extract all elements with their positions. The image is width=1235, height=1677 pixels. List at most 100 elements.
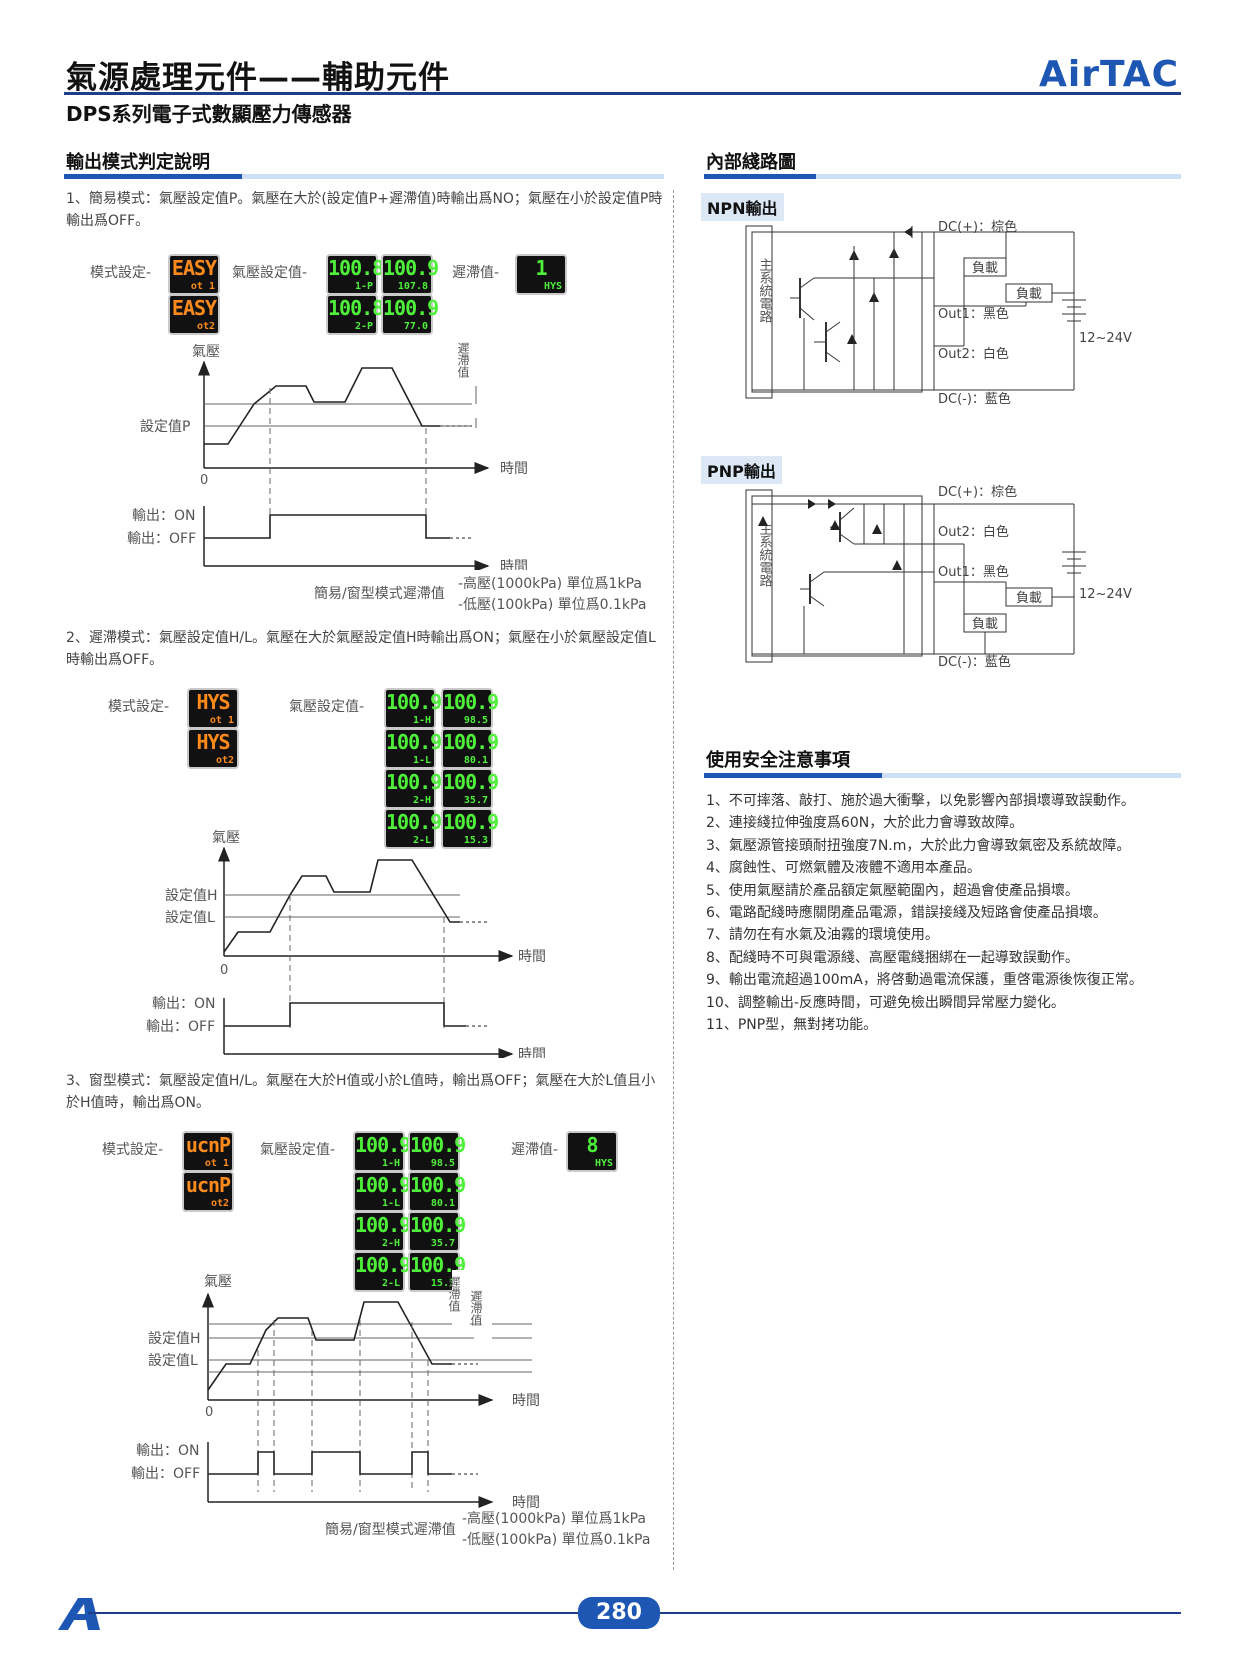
svg-text:設定值L: 設定值L	[165, 910, 215, 926]
svg-text:主系統電路: 主系統電路	[757, 258, 773, 323]
svg-text:0: 0	[200, 473, 208, 488]
svg-text:遲滯值: 遲滯值	[447, 1276, 461, 1313]
tab-npn: NPN輸出	[701, 193, 784, 221]
mode3-out-off: 輸出：OFF	[131, 1466, 201, 1482]
svg-text:時間: 時間	[512, 1393, 540, 1409]
svg-text:DC(-)：藍色: DC(-)：藍色	[938, 391, 1011, 407]
mode3-out-on: 輸出：ON	[136, 1443, 200, 1459]
page-title: 氣源處理元件——輔助元件	[66, 60, 450, 96]
mode3-hys-label: 遲滯值-	[511, 1142, 559, 1158]
list-item: 11、PNP型，無對拷功能。	[706, 1017, 878, 1034]
svg-text:12~24V: 12~24V	[1079, 331, 1132, 346]
section-title-circuit: 內部綫路圖	[706, 152, 796, 173]
svg-text:AirTAC: AirTAC	[1039, 54, 1179, 94]
svg-text:時間: 時間	[512, 1495, 540, 1510]
mode3-mode-label: 模式設定-	[102, 1142, 164, 1158]
list-item: 7、請勿在有水氣及油霧的環境使用。	[706, 927, 939, 944]
svg-text:DC(-)：藍色: DC(-)：藍色	[938, 654, 1011, 670]
mode3-note-high: -高壓(1000kPa) 單位爲1kPa	[462, 1511, 646, 1527]
svg-text:氣壓: 氣壓	[212, 830, 240, 846]
mode1-out-on: 輸出：ON	[132, 508, 196, 524]
page-number: 280	[578, 1597, 660, 1629]
page-subtitle: DPS系列電子式數顯壓力傳感器	[66, 102, 352, 126]
svg-text:12~24V: 12~24V	[1079, 587, 1132, 602]
section-bar	[704, 773, 1181, 778]
mode3-description: 3、窗型模式：氣壓設定值H/L。氣壓在大於H值或小於L值時，輸出爲OFF；氣壓在…	[66, 1073, 656, 1111]
svg-text:設定值H: 設定值H	[165, 888, 218, 904]
mode1-hys-label: 遲滯值-	[452, 265, 500, 281]
svg-text:遲滯值: 遲滯值	[469, 1290, 483, 1327]
mode2-out-on: 輸出：ON	[152, 996, 216, 1012]
svg-text:時間: 時間	[500, 461, 528, 477]
svg-text:氣壓: 氣壓	[204, 1274, 232, 1290]
section-title-output-modes: 輸出模式判定說明	[66, 152, 210, 173]
mode3-note-low: -低壓(100kPa) 單位爲0.1kPa	[462, 1532, 651, 1548]
svg-text:負載: 負載	[972, 261, 998, 276]
svg-text:設定值P: 設定值P	[140, 419, 190, 435]
mode1-note-label: 簡易/窗型模式遲滯值	[314, 586, 445, 602]
svg-text:DC(+)：棕色: DC(+)：棕色	[938, 484, 1017, 500]
list-item: 4、腐蝕性、可燃氣體及液體不適用本產品。	[706, 860, 981, 877]
svg-text:Out1：黑色: Out1：黑色	[938, 564, 1009, 580]
svg-text:DC(+)：棕色: DC(+)：棕色	[938, 219, 1017, 235]
svg-text:時間: 時間	[500, 559, 528, 570]
svg-text:時間: 時間	[518, 1047, 546, 1058]
svg-text:時間: 時間	[518, 949, 546, 965]
svg-text:負載: 負載	[1016, 287, 1042, 302]
pnp-circuit-diagram: 主系統電路 DC(+)：棕色 Out2：白色 Out1：黑色 DC(-)：藍色 …	[745, 484, 1132, 670]
mode1-out-off: 輸出：OFF	[127, 531, 197, 547]
mode3-pressure-label: 氣壓設定值-	[260, 1142, 336, 1158]
svg-text:設定值H: 設定值H	[148, 1331, 201, 1347]
mode3-note-label: 簡易/窗型模式遲滯值	[325, 1522, 456, 1538]
mode1-pressure-label: 氣壓設定值-	[232, 265, 308, 281]
npn-circuit-diagram: 主系統電路 DC(+)：棕色 Out1：黑色 Out2：白色 DC(-)：藍色 …	[745, 219, 1132, 407]
list-item: 5、使用氣壓請於產品額定氣壓範圍內，超過會使產品損壞。	[706, 882, 1079, 899]
safety-notes-list: 1、不可摔落、敲打、施於過大衝擊，以免影響內部損壞導致誤動作。 2、連接綫拉伸強…	[706, 790, 1186, 1036]
list-item: 1、不可摔落、敲打、施於過大衝擊，以免影響內部損壞導致誤動作。	[706, 793, 1135, 809]
mode1-mode-label: 模式設定-	[90, 265, 152, 281]
list-item: 6、電路配綫時應關閉產品電源，錯誤接綫及短路會使產品損壞。	[706, 905, 1107, 922]
airtac-logo: AirTAC	[1038, 54, 1181, 94]
mode1-description: 1、簡易模式：氣壓設定值P。氣壓在大於(設定值P+遲滯值)時輸出爲NO；氣壓在小…	[66, 191, 663, 229]
svg-text:Out1：黑色: Out1：黑色	[938, 306, 1009, 322]
mode2-timing-diagram: 氣壓 設定值H 設定值L 0 時間 時間	[165, 830, 546, 1058]
list-item: 10、調整輸出-反應時間，可避免檢出瞬間异常壓力變化。	[706, 994, 1065, 1011]
svg-text:Out2：白色: Out2：白色	[938, 524, 1009, 540]
section-title-safety: 使用安全注意事項	[706, 750, 850, 771]
svg-text:設定值L: 設定值L	[148, 1353, 198, 1369]
list-item: 8、配綫時不可與電源綫、高壓電綫捆綁在一起導致誤動作。	[706, 949, 1079, 966]
tab-pnp: PNP輸出	[701, 456, 782, 484]
mode1-note-low: -低壓(100kPa) 單位爲0.1kPa	[458, 597, 647, 613]
airtac-a-icon	[58, 1598, 100, 1630]
mode2-description: 2、遲滯模式：氣壓設定值H/L。氣壓在大於氣壓設定值H時輸出爲ON；氣壓在小於氣…	[66, 630, 656, 668]
svg-text:0: 0	[220, 963, 228, 978]
mode2-mode-label: 模式設定-	[108, 699, 170, 715]
svg-text:負載: 負載	[1016, 591, 1042, 606]
svg-text:0: 0	[205, 1405, 213, 1420]
svg-text:負載: 負載	[972, 617, 998, 632]
list-item: 2、連接綫拉伸強度爲60N，大於此力會導致故障。	[706, 815, 1024, 832]
